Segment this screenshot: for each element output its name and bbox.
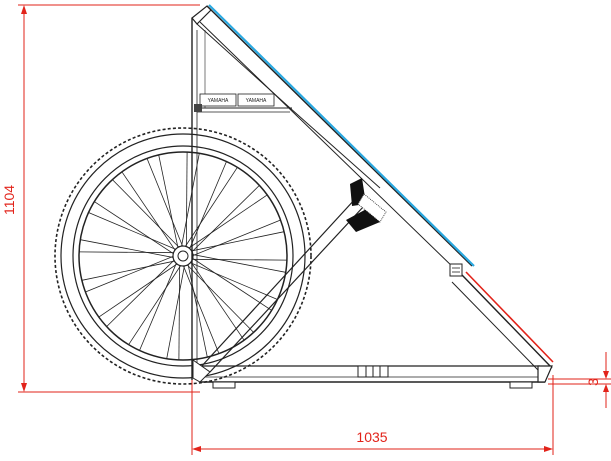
spoke [178, 260, 181, 360]
gap-dimension-label: 3 [585, 378, 601, 386]
upper-bay-diagonal [196, 23, 291, 109]
clamp-pad [357, 193, 387, 223]
spoke [187, 231, 285, 253]
spoke [180, 153, 200, 251]
spoke [185, 194, 268, 251]
diagonal-rail-outer [206, 5, 473, 267]
height-dimension: 1104 [1, 4, 200, 393]
spoke [188, 219, 281, 258]
spoke [188, 255, 272, 311]
hub-outer [172, 245, 194, 267]
front-end-cap [537, 365, 553, 383]
width-arrow-left [192, 446, 201, 452]
spoke [139, 259, 179, 351]
bicycle-wheel [54, 127, 312, 385]
rear-edge-red [465, 271, 554, 363]
gap-arrow-top [603, 371, 609, 379]
height-arrow-bottom [21, 383, 27, 392]
lower-rail-outer [461, 274, 553, 369]
spoke [188, 253, 286, 273]
spoke [188, 185, 260, 256]
top-cap [191, 5, 212, 25]
spoke [80, 239, 178, 259]
spoke [182, 167, 238, 251]
corner-bracket [194, 104, 202, 112]
height-dimension-label: 1104 [1, 185, 17, 215]
foot-left [212, 381, 236, 389]
yamaha-panel-right [237, 93, 275, 107]
mid-rail [289, 107, 381, 189]
spoke [81, 259, 179, 281]
rear-foot-bracket [192, 359, 211, 383]
stand-structure [191, 5, 553, 389]
spoke [88, 212, 180, 252]
spoke [94, 201, 178, 257]
spoke [187, 258, 287, 261]
spoke [79, 251, 179, 254]
hinge-block [449, 263, 463, 277]
spoke [187, 161, 227, 253]
spoke [128, 261, 184, 345]
cross-brace-a [199, 197, 357, 369]
gap-dimension: 3 [548, 352, 611, 408]
spoke [185, 152, 188, 252]
tire-outer [60, 133, 306, 379]
gap-arrow-bottom [603, 384, 609, 392]
panel-label-left: YAMAHA [208, 98, 229, 104]
lower-rail-inner [451, 281, 539, 371]
width-dimension-label: 1035 [356, 429, 387, 445]
foot-right [509, 381, 533, 389]
spoke [85, 254, 178, 293]
spoke [166, 261, 186, 359]
spoke [183, 261, 254, 333]
spoke [112, 179, 183, 251]
spoke [181, 261, 220, 354]
spoke [146, 158, 185, 251]
spoke [106, 256, 178, 327]
rim [78, 151, 288, 361]
yamaha-panel-left [199, 93, 237, 107]
panel-edge-blue [208, 4, 475, 267]
panel-label-right: YAMAHA [246, 98, 267, 104]
width-arrow-right [544, 446, 553, 452]
diagonal-rail-inner [199, 21, 457, 271]
spoke [186, 260, 278, 300]
tire-inner [72, 145, 294, 367]
height-arrow-top [21, 5, 27, 14]
width-dimension: 1035 [191, 375, 554, 455]
hub-inner [177, 250, 189, 262]
spoke [158, 154, 180, 252]
spoke [121, 171, 178, 254]
spoke [188, 258, 245, 341]
cross-brace-b [209, 205, 365, 373]
tire-tread [54, 127, 312, 385]
spoke [98, 261, 181, 318]
